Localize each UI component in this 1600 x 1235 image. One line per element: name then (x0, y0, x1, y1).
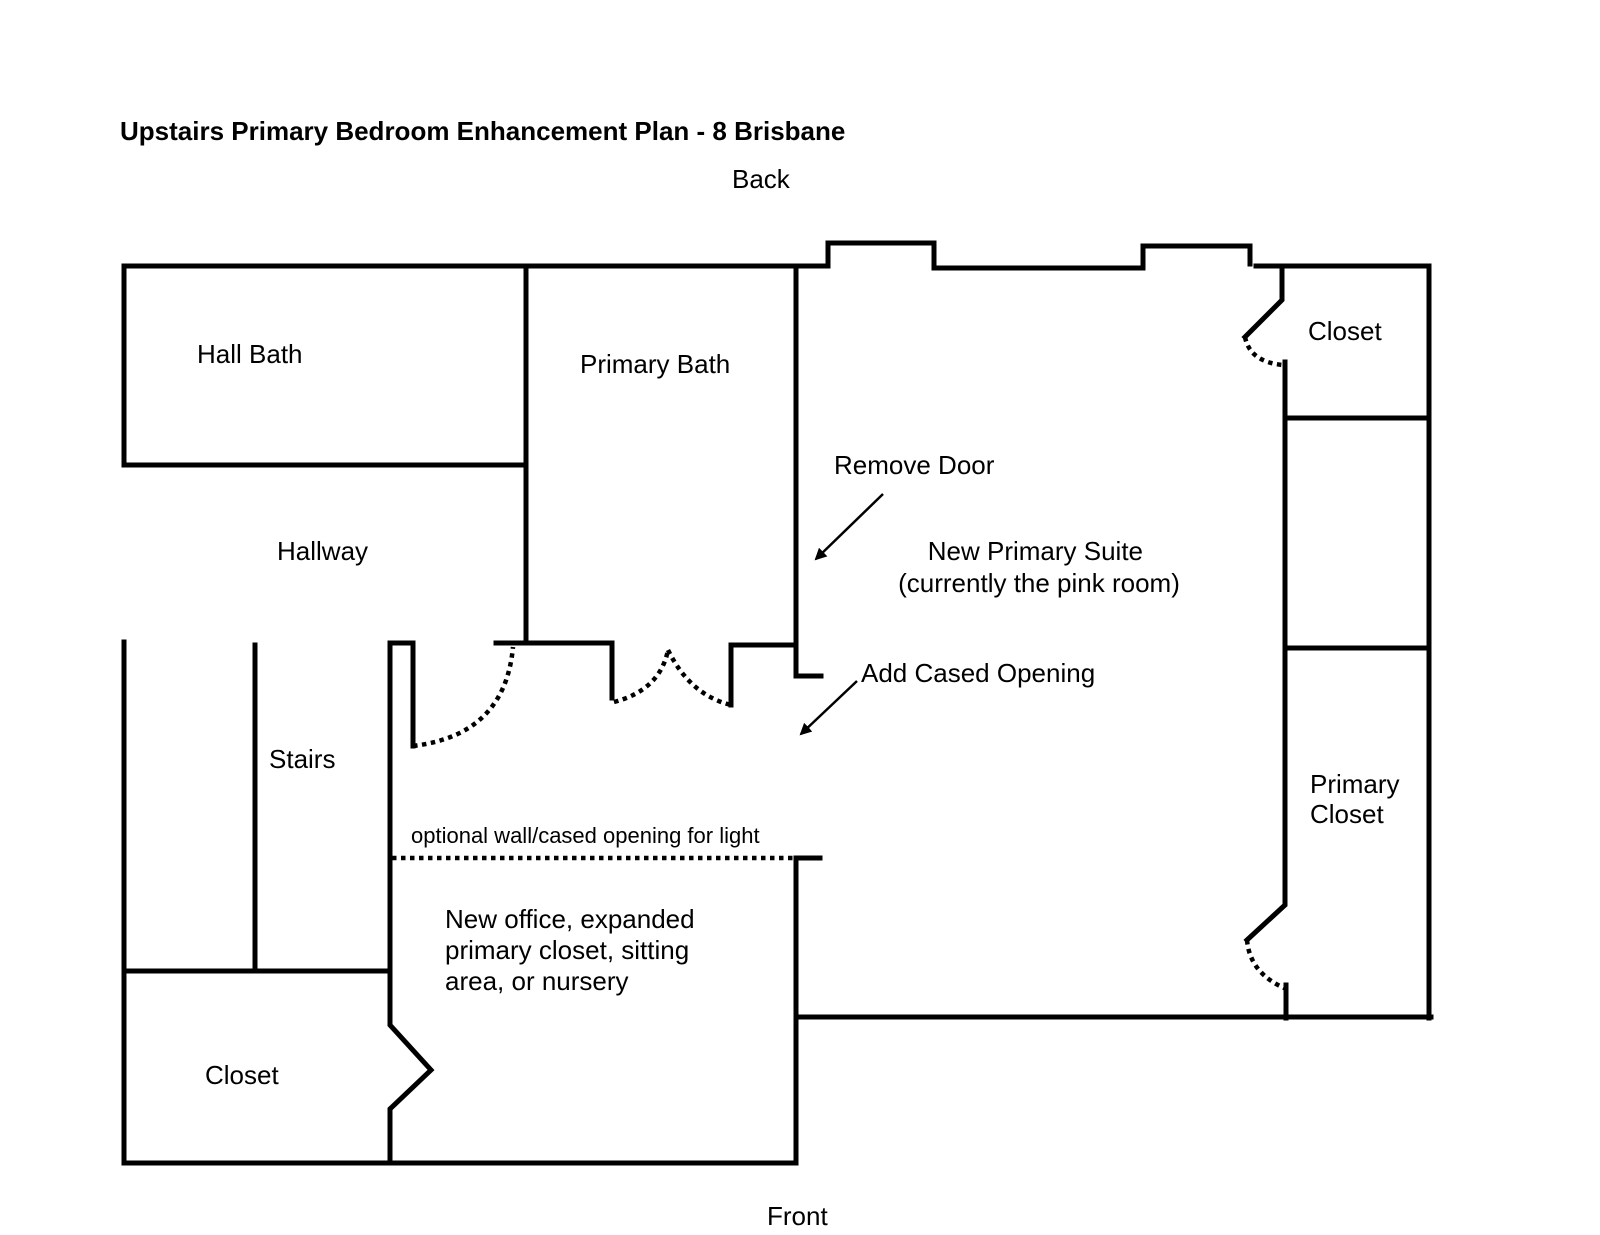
closet-top-right-label: Closet (1308, 316, 1382, 346)
orientation-back-label: Back (732, 164, 791, 194)
new-office-line-3: area, or nursery (445, 966, 629, 996)
hall-bath-label: Hall Bath (197, 339, 303, 369)
office-left-wall (387, 640, 435, 1166)
primary-bath-label: Primary Bath (580, 349, 730, 379)
add-cased-opening-label: Add Cased Opening (861, 658, 1095, 688)
new-primary-suite-label: New Primary Suite (currently the pink ro… (898, 536, 1180, 598)
hall-door-swing (412, 646, 516, 749)
remove-door-label: Remove Door (834, 450, 995, 480)
closet-door-swing-bottom (1244, 939, 1290, 993)
hallway-label: Hallway (277, 536, 368, 566)
optional-wall-label: optional wall/cased opening for light (411, 823, 760, 848)
top-wall (121, 240, 1430, 271)
primary-bath-right-wall (793, 263, 824, 679)
walls (121, 240, 1434, 1166)
new-primary-suite-line-1: New Primary Suite (928, 536, 1143, 566)
bath-double-door-swing-left (613, 649, 671, 705)
bath-double-door-swing-right (665, 649, 732, 708)
orientation-front-label: Front (767, 1201, 828, 1231)
closet-column-wall (1241, 263, 1289, 1021)
closet-door-swing-top (1242, 336, 1284, 368)
primary-closet-line-1: Primary (1310, 769, 1400, 799)
new-office-line-2: primary closet, sitting (445, 935, 689, 965)
new-primary-suite-line-2: (currently the pink room) (898, 568, 1180, 598)
primary-bath-bottom-wall-right (728, 642, 799, 708)
new-office-label: New office, expanded primary closet, sit… (445, 904, 702, 996)
primary-closet-label: Primary Closet (1310, 769, 1407, 829)
remove-door-arrow (814, 493, 884, 561)
door-swings (412, 336, 1290, 993)
primary-closet-line-2: Closet (1310, 799, 1384, 829)
primary-bath-bottom-wall (493, 640, 615, 701)
plan-title: Upstairs Primary Bedroom Enhancement Pla… (120, 116, 845, 146)
new-office-line-1: New office, expanded (445, 904, 695, 934)
office-right-wall (793, 855, 823, 1166)
cased-opening-arrow (799, 680, 858, 736)
stairs-label: Stairs (269, 744, 335, 774)
closet-bottom-left-label: Closet (205, 1060, 279, 1090)
